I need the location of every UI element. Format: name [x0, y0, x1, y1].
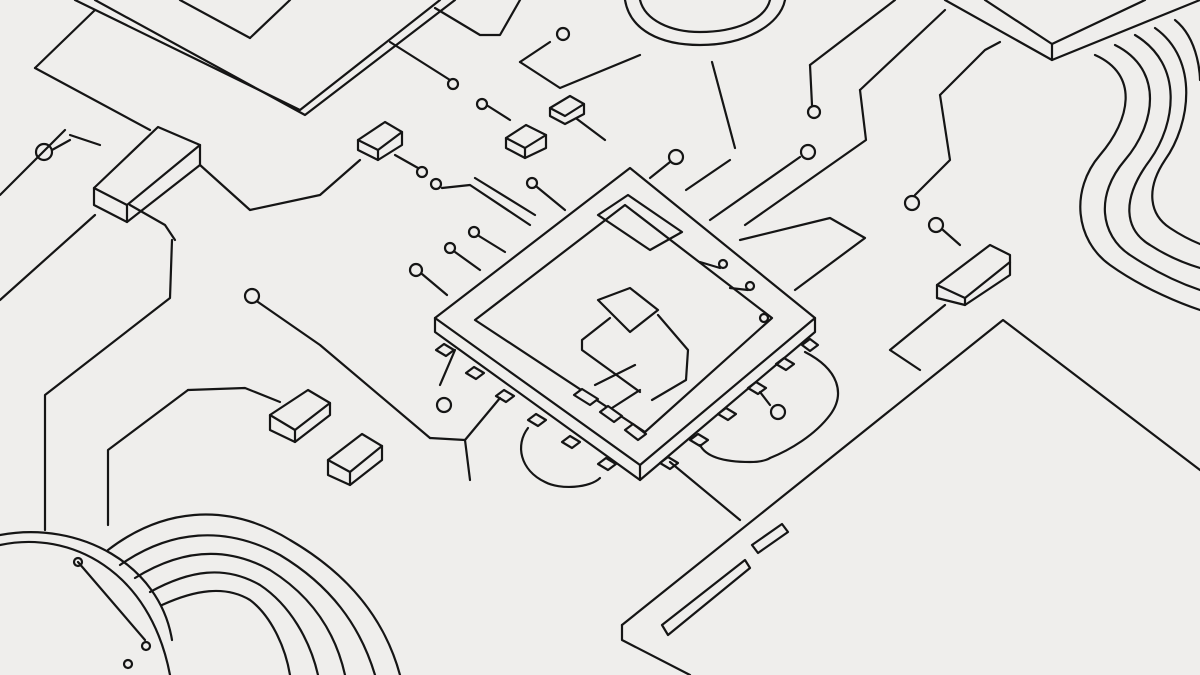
bottom-left-round-component	[0, 531, 174, 675]
component-right	[888, 216, 1012, 372]
chip-pins-left	[434, 342, 618, 472]
chip-traces-top	[648, 143, 867, 292]
bottom-left-wavy-traces	[106, 513, 402, 675]
bottom-right-panel	[620, 318, 1200, 675]
component-top-center	[356, 120, 532, 227]
top-left-traces	[0, 8, 152, 302]
main-chip	[433, 166, 817, 482]
chip-die-details	[572, 193, 770, 442]
component-lower-left-1	[186, 386, 332, 444]
capacitor-left	[92, 125, 362, 242]
right-wavy-traces	[1079, 18, 1200, 312]
left-vertical-traces	[43, 238, 432, 532]
top-left-board-panel	[73, 0, 457, 117]
component-top-pair	[504, 94, 586, 160]
top-right-panel	[943, 0, 1200, 62]
component-lower-left-2	[326, 432, 384, 487]
top-right-traces	[743, 0, 1002, 227]
top-round-component	[623, 0, 787, 150]
pad-left	[34, 138, 72, 162]
chip-pins-right	[658, 337, 820, 471]
chip-bottom-loops	[519, 350, 839, 488]
chip-traces-left	[408, 176, 567, 482]
